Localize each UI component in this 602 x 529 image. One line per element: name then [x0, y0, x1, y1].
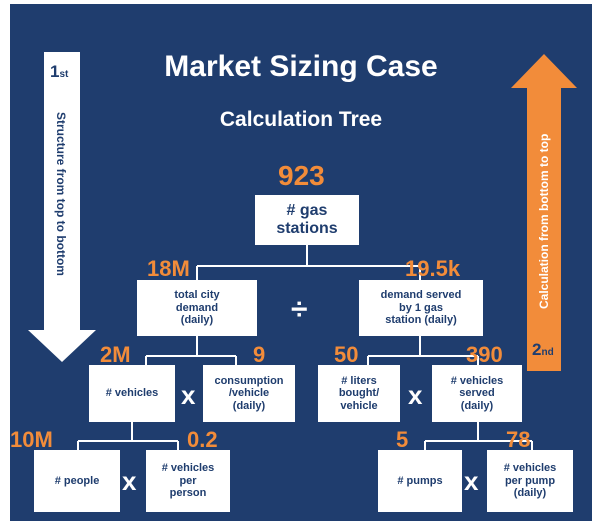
divide-symbol: ÷	[291, 293, 308, 326]
diagram-panel: Market Sizing Case Calculation Tree	[10, 4, 592, 521]
right-arrow-label: Calculation from bottom to top	[537, 133, 551, 309]
vehicles-per-person-box: # vehicles per person	[146, 450, 230, 512]
pumps-value: 5	[396, 427, 409, 452]
vehicles-value: 2M	[100, 342, 131, 367]
consumption-box: consumption /vehicle (daily)	[203, 365, 295, 422]
people-box: # people	[34, 450, 120, 512]
vehicles-per-pump-value: 78	[506, 427, 531, 452]
step-two-number: 2	[532, 340, 542, 359]
liters-value: 50	[334, 342, 359, 367]
station-demand-box: demand served by 1 gas station (daily)	[359, 280, 483, 336]
step-two-label: 2nd	[532, 340, 554, 360]
vehicles-served-value: 390	[466, 342, 503, 367]
multiply-symbol-4: x	[464, 466, 479, 496]
multiply-symbol-1: x	[181, 380, 196, 410]
vehicles-box: # vehicles	[89, 365, 175, 422]
page-title: Market Sizing Case	[164, 50, 438, 83]
pumps-box: # pumps	[378, 450, 462, 512]
left-arrow-label: Structure from top to bottom	[54, 112, 68, 276]
city-demand-box: total city demand (daily)	[137, 280, 257, 336]
liters-box: # liters bought/ vehicle	[318, 365, 400, 422]
station-demand-value: 19.5k	[405, 256, 461, 281]
vehicles-served-box: # vehicles served (daily)	[432, 365, 522, 422]
tree-connectors	[28, 52, 577, 450]
right-up-arrow	[511, 54, 577, 371]
step-one-suffix: st	[59, 69, 69, 80]
city-demand-value: 18M	[147, 256, 190, 281]
step-one-number: 1	[50, 62, 60, 81]
root-value: 923	[278, 160, 325, 191]
gas-stations-box: # gas stations	[255, 195, 359, 245]
left-down-arrow	[28, 52, 96, 362]
people-value: 10M	[10, 427, 53, 452]
page-subtitle: Calculation Tree	[219, 108, 383, 131]
step-one-label: 1st	[50, 62, 68, 82]
vehicles-per-person-value: 0.2	[187, 427, 218, 452]
step-two-suffix: nd	[541, 347, 554, 358]
multiply-symbol-2: x	[408, 380, 423, 410]
multiply-symbol-3: x	[122, 466, 137, 496]
consumption-value: 9	[253, 342, 266, 367]
vehicles-per-pump-box: # vehicles per pump (daily)	[487, 450, 573, 512]
